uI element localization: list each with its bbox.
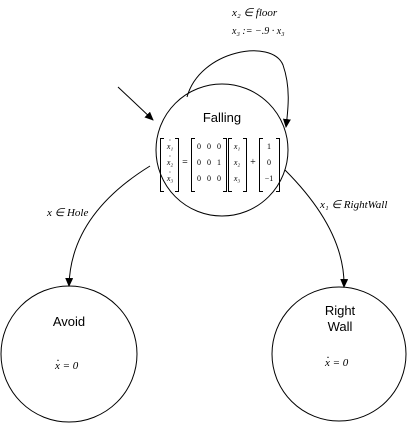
matrix-cell: 0 bbox=[217, 142, 221, 151]
offset-entry: −1 bbox=[264, 174, 274, 183]
plus-operator: + bbox=[250, 157, 256, 168]
transition-to-rightwall-arrow bbox=[284, 169, 349, 288]
state-rightwall-circle bbox=[271, 286, 407, 422]
initial-arrow bbox=[117, 86, 154, 121]
state-falling-title: Falling bbox=[202, 110, 242, 125]
lhs-bracket-right bbox=[175, 138, 179, 192]
statevec-entry: x₃ bbox=[233, 174, 241, 183]
matrix-cell: 0 bbox=[197, 142, 201, 151]
statevec-bracket-right bbox=[243, 138, 247, 192]
transition-to-avoid-label: x ∈ Hole bbox=[47, 207, 89, 219]
avoid-invariant-text: x = 0 bbox=[55, 360, 79, 372]
rightwall-invariant-text: x = 0 bbox=[325, 357, 349, 369]
statevec-bracket-left bbox=[228, 138, 232, 192]
transition-to-rightwall-label: x₁ ∈ RightWall bbox=[320, 199, 388, 211]
statevec-entry: x₁ bbox=[233, 142, 241, 151]
self-loop-guard-label: x₂ ∈ floor bbox=[232, 7, 278, 19]
matrix-bracket-left bbox=[191, 138, 195, 192]
matrix-cell: 0 bbox=[207, 158, 211, 167]
offset-entry: 1 bbox=[267, 142, 271, 151]
self-loop-arrow bbox=[186, 50, 291, 128]
matrix-cell: 0 bbox=[207, 174, 211, 183]
falling-dynamics-equation: x₁ x₂ x₃ · · · = 0 0 0 0 0 1 0 0 0 x₁ x₂… bbox=[160, 136, 282, 192]
self-loop-reset-label: x₃ := −.9 · x₃ bbox=[232, 26, 285, 37]
matrix-cell: 0 bbox=[207, 142, 211, 151]
state-rightwall-title-line1: Right bbox=[324, 303, 356, 318]
transition-to-avoid-arrow bbox=[65, 165, 151, 287]
offset-bracket-left bbox=[259, 138, 263, 192]
matrix-cell: 0 bbox=[197, 174, 201, 183]
rightwall-invariant: ·x = 0 bbox=[325, 350, 349, 369]
matrix-cell: 0 bbox=[217, 174, 221, 183]
statevec-entry: x₂ bbox=[233, 158, 241, 167]
state-falling-circle bbox=[155, 83, 289, 217]
state-avoid-title: Avoid bbox=[52, 314, 86, 329]
offset-bracket-right bbox=[276, 138, 280, 192]
matrix-bracket-right bbox=[223, 138, 227, 192]
offset-entry: 0 bbox=[267, 158, 271, 167]
matrix-cell: 0 bbox=[197, 158, 201, 167]
state-rightwall-title-line2: Wall bbox=[327, 319, 353, 334]
avoid-invariant: ·x = 0 bbox=[55, 353, 79, 372]
lhs-bracket-left bbox=[160, 138, 164, 192]
equals-operator: = bbox=[182, 157, 188, 168]
lhs-entry: x₂ bbox=[166, 158, 174, 167]
lhs-entry: x₃ bbox=[166, 174, 174, 183]
matrix-cell: 1 bbox=[217, 158, 221, 167]
lhs-entry: x₁ bbox=[166, 142, 174, 151]
state-avoid-circle bbox=[0, 285, 138, 423]
